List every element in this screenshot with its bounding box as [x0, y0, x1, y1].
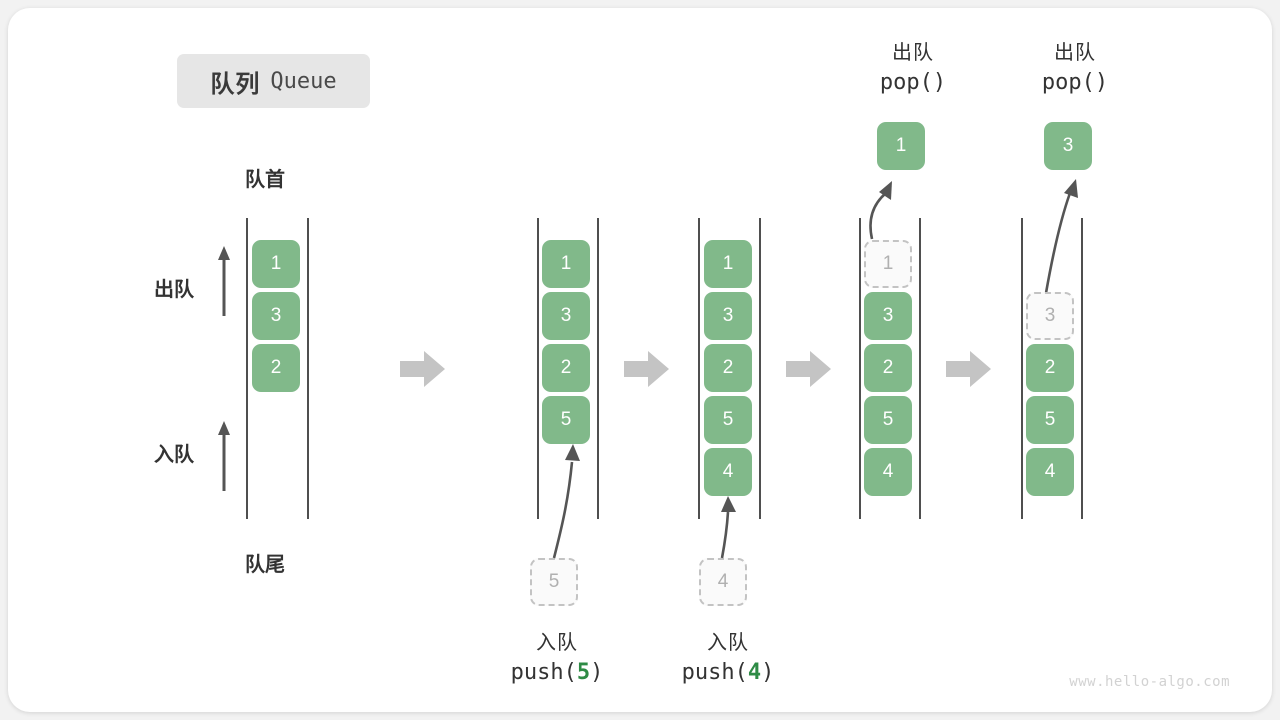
queue-rail-right-col3	[759, 218, 761, 519]
transition-arrow-icon	[624, 351, 669, 387]
queue-element: 2	[1026, 344, 1074, 392]
dequeue-curved-arrow-icon	[1044, 179, 1078, 294]
queue-rail-right-col5	[1081, 218, 1083, 519]
queue-element: 1	[542, 240, 590, 288]
operation-call: push(5)	[510, 660, 604, 685]
incoming-element-ghost: 4	[699, 558, 747, 606]
popped-element: 1	[877, 122, 925, 170]
queue-element: 3	[542, 292, 590, 340]
operation-call: pop()	[1041, 70, 1109, 95]
operation-title: 入队	[536, 632, 578, 654]
queue-rail-right-col1	[307, 218, 309, 519]
queue-rail-right-col2	[597, 218, 599, 519]
operation-title: 出队	[1054, 42, 1096, 64]
queue-rail-left-col5	[1021, 218, 1023, 519]
queue-element: 5	[864, 396, 912, 444]
title-badge: 队列 Queue	[177, 54, 370, 108]
operation-title: 入队	[707, 632, 749, 654]
operation-label-push4: 入队 push(4)	[628, 628, 828, 688]
operation-title: 出队	[892, 42, 934, 64]
operation-label-pop1: 出队 pop()	[813, 38, 1013, 98]
operation-label-push5: 入队 push(5)	[457, 628, 657, 688]
queue-head-label: 队首	[245, 169, 285, 191]
queue-element: 4	[1026, 448, 1074, 496]
operation-label-pop3: 出队 pop()	[975, 38, 1175, 98]
diagram-card: 队列 Queue 队首 队尾 出队 入队 1 3 2 1	[8, 8, 1272, 712]
transition-arrow-icon	[400, 351, 445, 387]
dequeue-direction-label: 出队	[154, 279, 194, 301]
queue-element: 3	[864, 292, 912, 340]
queue-element-ghost: 1	[864, 240, 912, 288]
dequeue-up-arrow-icon	[218, 246, 230, 316]
queue-tail-label: 队尾	[245, 554, 285, 576]
queue-element: 2	[864, 344, 912, 392]
enqueue-curved-arrow-icon	[720, 496, 736, 559]
queue-element: 5	[542, 396, 590, 444]
queue-rail-left-col2	[537, 218, 539, 519]
enqueue-direction-label: 入队	[154, 444, 194, 466]
dequeue-curved-arrow-icon	[869, 181, 892, 240]
queue-rail-right-col4	[919, 218, 921, 519]
transition-arrow-icon	[946, 351, 991, 387]
incoming-element-ghost: 5	[530, 558, 578, 606]
queue-element: 5	[1026, 396, 1074, 444]
queue-element-ghost: 3	[1026, 292, 1074, 340]
queue-element: 3	[704, 292, 752, 340]
queue-element: 4	[864, 448, 912, 496]
queue-rail-left-col4	[859, 218, 861, 519]
queue-element: 2	[704, 344, 752, 392]
queue-element: 2	[542, 344, 590, 392]
queue-element: 1	[704, 240, 752, 288]
title-cn: 队列	[210, 70, 261, 98]
operation-call: push(4)	[681, 660, 775, 685]
enqueue-curved-arrow-icon	[552, 444, 580, 559]
enqueue-up-arrow-icon	[218, 421, 230, 491]
queue-element: 3	[252, 292, 300, 340]
popped-element: 3	[1044, 122, 1092, 170]
operation-call: pop()	[879, 70, 947, 95]
queue-rail-left-col1	[246, 218, 248, 519]
watermark: www.hello-algo.com	[1069, 674, 1230, 690]
queue-rail-left-col3	[698, 218, 700, 519]
queue-element: 1	[252, 240, 300, 288]
queue-element: 5	[704, 396, 752, 444]
transition-arrow-icon	[786, 351, 831, 387]
title-en: Queue	[270, 68, 337, 94]
queue-element: 4	[704, 448, 752, 496]
queue-element: 2	[252, 344, 300, 392]
